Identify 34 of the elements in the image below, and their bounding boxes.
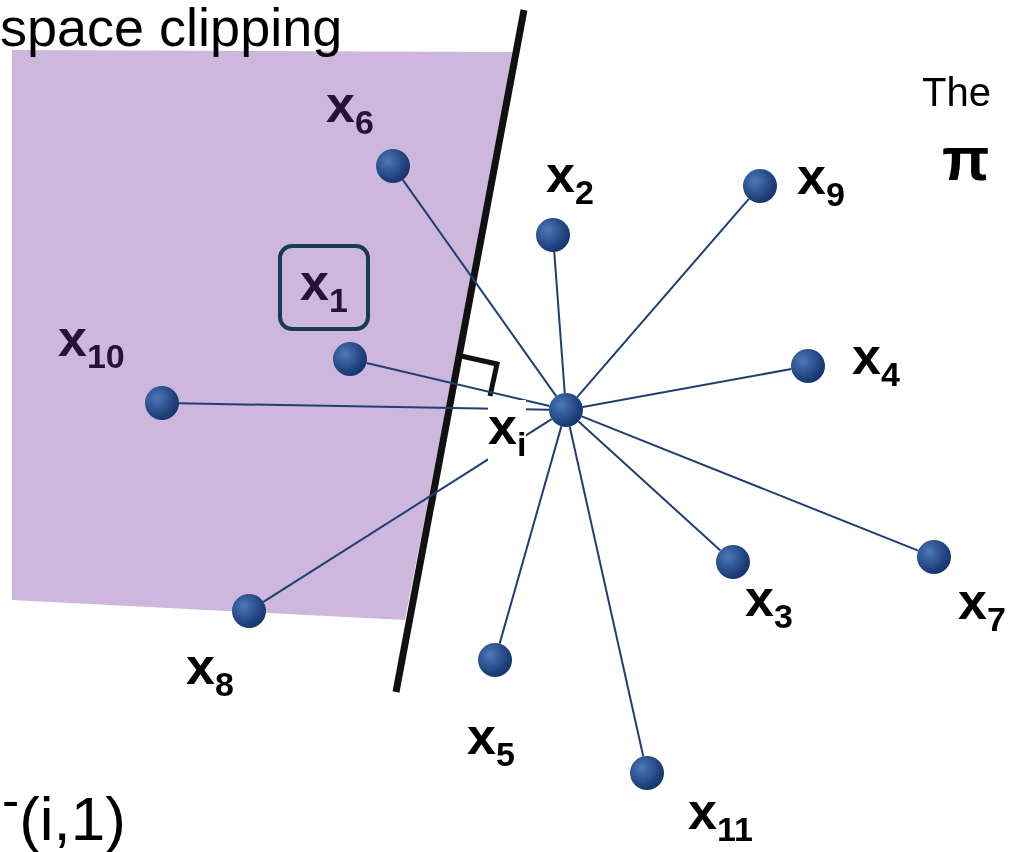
- connector-line: [580, 415, 920, 552]
- point-label: x$_{11}$: [688, 785, 753, 846]
- point-marker: [791, 349, 825, 383]
- point-marker: [630, 756, 664, 790]
- point-label: x$_{3}$: [745, 572, 793, 633]
- connector-line: [581, 368, 793, 408]
- point-marker: [549, 393, 583, 427]
- point-label: x$_{9}$: [797, 150, 845, 211]
- point-marker: [536, 218, 570, 252]
- point-label: x$_{2}$: [546, 148, 594, 209]
- point-marker: [917, 540, 951, 574]
- point-marker: [232, 594, 266, 628]
- point-label: x$_{i}$: [488, 400, 527, 461]
- point-label: x$_{7}$: [958, 575, 1006, 636]
- formula-symbol: π: [942, 128, 990, 190]
- connector-line: [568, 425, 645, 758]
- point-label: x$_{8}$: [186, 640, 234, 701]
- point-marker: [743, 169, 777, 203]
- connector-line: [262, 418, 553, 603]
- connector-line: [576, 197, 750, 399]
- point-label: x$_{10}$: [58, 312, 125, 373]
- connector-line: [365, 361, 551, 408]
- point-marker: [716, 545, 750, 579]
- point-label: x$_{5}$: [467, 710, 515, 771]
- connector-line: [498, 425, 563, 645]
- connector-line: [178, 402, 550, 411]
- note-text: The: [922, 72, 991, 112]
- point-marker: [478, 643, 512, 677]
- connector-line: [553, 250, 566, 395]
- connector-line: [577, 420, 722, 552]
- point-label: x$_{4}$: [852, 330, 900, 391]
- connector-line: [401, 178, 558, 398]
- point-label: x$_{6}$: [326, 78, 374, 139]
- highlight-box: x$_{1}$: [278, 244, 370, 331]
